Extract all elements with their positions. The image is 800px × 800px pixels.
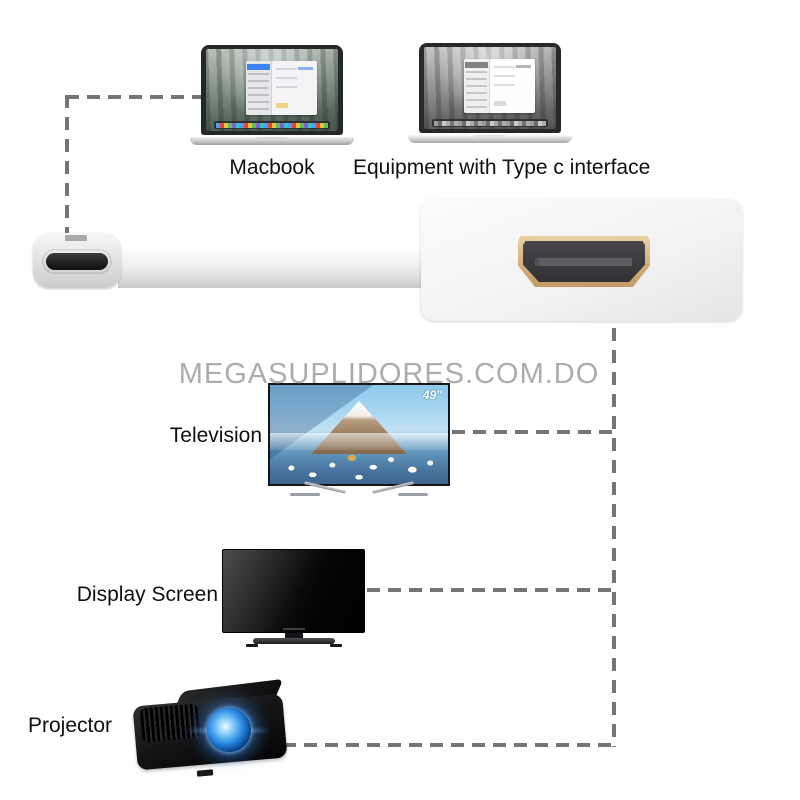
window-text-lines — [275, 67, 297, 91]
window-yellow-row — [493, 100, 507, 106]
dash-line-display-screen — [367, 588, 612, 592]
projector-image — [132, 678, 289, 780]
window-sidebar — [245, 61, 273, 115]
laptop-wallpaper — [424, 47, 556, 129]
display-screen-panel — [222, 549, 365, 633]
window-text-lines — [493, 65, 515, 89]
laptop-base — [190, 137, 354, 145]
laptop-base — [408, 135, 572, 143]
typec-equipment-image — [408, 43, 572, 143]
window-yellow-row — [275, 102, 289, 108]
laptop-dock — [213, 121, 331, 129]
television-screen: 49″ — [268, 383, 450, 486]
television-label: Television — [169, 424, 262, 447]
tv-stand-foot-left — [290, 493, 320, 496]
window-sidebar — [463, 59, 491, 113]
display-screen-logo — [282, 628, 305, 630]
projector-lens — [207, 708, 251, 752]
hdmi-adapter-body — [421, 199, 742, 321]
laptop-screen — [419, 43, 561, 133]
projector-label: Projector — [28, 714, 113, 737]
laptop-screen — [201, 45, 343, 135]
window-blue-button — [516, 64, 531, 69]
typec-equipment-label: Equipment with Type c interface — [353, 156, 651, 179]
projector-vents — [139, 703, 201, 743]
window-sidebar-selected-row — [464, 62, 489, 68]
adapter-cable — [118, 246, 425, 288]
dash-line-television — [452, 430, 612, 434]
macbook-image — [190, 45, 354, 145]
display-screen-image — [222, 549, 365, 649]
television-image: 49″ — [268, 383, 450, 498]
laptop-settings-window — [245, 61, 317, 115]
projector-foot — [196, 769, 214, 777]
usb-c-slot — [46, 253, 108, 270]
watermark-text: MEGASUPLIDORES.COM.DO — [178, 358, 600, 390]
display-screen-feet — [245, 644, 342, 647]
dash-line-macbook-vertical — [65, 95, 69, 235]
dash-line-macbook-horizontal — [66, 95, 203, 99]
tv-size-badge: 49″ — [422, 388, 442, 402]
dash-line-output-vertical — [612, 328, 616, 747]
laptop-settings-window — [463, 59, 535, 113]
macbook-label: Macbook — [229, 156, 315, 179]
display-screen-neck — [284, 633, 303, 638]
dash-line-projector — [283, 743, 612, 747]
usb-c-ring — [42, 249, 112, 274]
window-blue-button — [298, 66, 313, 71]
window-sidebar-selected-row — [246, 64, 271, 70]
usb-c-connector — [33, 233, 121, 288]
display-screen-base — [252, 638, 335, 644]
laptop-wallpaper — [206, 49, 338, 131]
display-screen-label: Display Screen — [76, 583, 218, 606]
tv-stand-foot-right — [398, 493, 428, 496]
lake-swans-graphic — [270, 442, 448, 484]
window-sidebar-rows — [465, 71, 488, 111]
laptop-dock — [431, 119, 549, 127]
window-sidebar-rows — [247, 73, 270, 113]
usb-c-notch — [65, 235, 87, 241]
hdmi-port — [518, 236, 650, 287]
hdmi-port-tongue — [539, 258, 632, 266]
